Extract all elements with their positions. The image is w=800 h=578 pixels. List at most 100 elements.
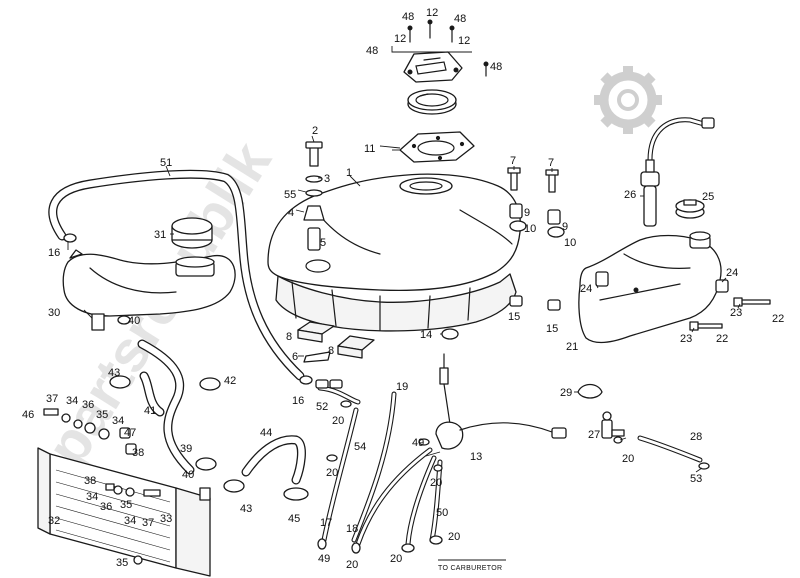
tank-side-bolts — [507, 167, 565, 311]
radiator-hoses — [137, 339, 306, 485]
callout-c22a: 22 — [772, 313, 784, 325]
callout-c36b: 36 — [100, 501, 112, 513]
callout-c38b: 38 — [84, 475, 96, 487]
callout-c12c: 12 — [458, 35, 470, 47]
callout-c48d: 48 — [490, 61, 502, 73]
callout-c40b: 40 — [182, 469, 194, 481]
callout-c20c: 20 — [430, 477, 442, 489]
tank-cap-25 — [675, 199, 705, 219]
callout-c11: 11 — [364, 143, 375, 155]
fuel-lines — [317, 385, 703, 547]
callout-c32: 32 — [48, 515, 60, 527]
callout-c20f: 20 — [390, 553, 402, 565]
callout-c34a: 34 — [66, 395, 78, 407]
overflow-reservoir — [578, 231, 729, 344]
callout-c15b: 15 — [546, 323, 558, 335]
callout-c34d: 34 — [124, 515, 136, 527]
callout-c18: 18 — [346, 523, 358, 535]
callout-c20b: 20 — [326, 467, 338, 479]
callout-c40a: 40 — [128, 315, 140, 327]
callout-c7a: 7 — [510, 155, 516, 167]
callout-c43b: 43 — [240, 503, 252, 515]
fuel-cap-assembly — [391, 19, 489, 163]
callout-c20d: 20 — [346, 559, 358, 571]
callout-c35c: 35 — [116, 557, 128, 569]
bleed-screw-kit-lower — [105, 483, 161, 565]
callout-c20g: 20 — [622, 453, 634, 465]
callout-c8b: 8 — [328, 345, 334, 357]
callout-c6: 6 — [292, 351, 298, 363]
cap-screws — [407, 19, 489, 77]
callout-c41: 41 — [144, 405, 156, 417]
callout-c25: 25 — [702, 191, 714, 203]
callout-c38a: 38 — [132, 447, 144, 459]
callout-c48a: 48 — [402, 11, 414, 23]
radiator — [37, 447, 211, 577]
callout-c34c: 34 — [86, 491, 98, 503]
callout-c49a: 49 — [412, 437, 424, 449]
callout-c42: 42 — [224, 375, 236, 387]
callout-c51: 51 — [160, 157, 172, 169]
callout-c37b: 37 — [142, 517, 154, 529]
callout-c54: 54 — [354, 441, 366, 453]
callout-c24a: 24 — [580, 283, 592, 295]
callout-c31: 31 — [154, 229, 166, 241]
callout-c13: 13 — [470, 451, 482, 463]
callout-c35b: 35 — [120, 499, 132, 511]
callout-c1: 1 — [346, 167, 352, 179]
callout-c10b: 10 — [564, 237, 576, 249]
callout-c17: 17 — [320, 517, 332, 529]
reservoir-bolts — [689, 297, 771, 331]
callout-c20a: 20 — [332, 415, 344, 427]
callout-c16b: 16 — [292, 395, 304, 407]
callout-c7b: 7 — [548, 157, 554, 169]
gear-icon — [594, 66, 662, 134]
callout-c39: 39 — [180, 443, 192, 455]
callout-c23b: 23 — [680, 333, 692, 345]
callout-c48b: 48 — [454, 13, 466, 25]
callout-c9a: 9 — [524, 207, 530, 219]
callout-labels: 48 12 48 12 12 48 48 11 2 3 55 4 5 1 51 … — [22, 7, 784, 571]
callout-c20e: 20 — [448, 531, 460, 543]
callout-c36a: 36 — [82, 399, 94, 411]
callout-c50: 50 — [436, 507, 448, 519]
callout-c43a: 43 — [108, 367, 120, 379]
callout-c47: 47 — [124, 427, 136, 439]
callout-c23a: 23 — [730, 307, 742, 319]
callout-c45: 45 — [288, 513, 300, 525]
callout-c8a: 8 — [286, 331, 292, 343]
leader-lines — [67, 135, 741, 473]
callout-c29: 29 — [560, 387, 572, 399]
callout-c26: 26 — [624, 189, 636, 201]
fuel-tank — [267, 173, 522, 332]
callout-c21: 21 — [566, 341, 578, 353]
fuel-tap — [435, 353, 567, 450]
callout-c12a: 12 — [426, 7, 438, 19]
breather-hose-51 — [48, 169, 305, 381]
callout-c34b: 34 — [112, 415, 124, 427]
radiator-cap-31 — [171, 217, 213, 249]
callout-c5: 5 — [320, 237, 326, 249]
callout-c46: 46 — [22, 409, 34, 421]
tank-mount-bolt-stack — [303, 141, 325, 251]
callout-c27: 27 — [588, 429, 600, 441]
callout-c44: 44 — [260, 427, 272, 439]
callout-c12b: 12 — [394, 33, 406, 45]
carburetor-note: TO CARBURETOR — [438, 565, 502, 572]
callout-c28: 28 — [690, 431, 702, 443]
hose-clips — [315, 379, 710, 554]
expansion-tank — [62, 249, 236, 331]
callout-c15a: 15 — [508, 311, 520, 323]
callout-c49b: 49 — [318, 553, 330, 565]
callout-c22b: 22 — [716, 333, 728, 345]
bleed-screw-kit-upper — [43, 408, 137, 455]
callout-c3: 3 — [324, 173, 330, 185]
callout-c52: 52 — [316, 401, 328, 413]
callout-c55: 55 — [284, 189, 296, 201]
callout-c2: 2 — [312, 125, 318, 137]
callout-c37a: 37 — [46, 393, 58, 405]
callout-c24b: 24 — [726, 267, 738, 279]
callout-c4: 4 — [288, 207, 294, 219]
callout-c19: 19 — [396, 381, 408, 393]
clamp-29 — [577, 383, 603, 399]
